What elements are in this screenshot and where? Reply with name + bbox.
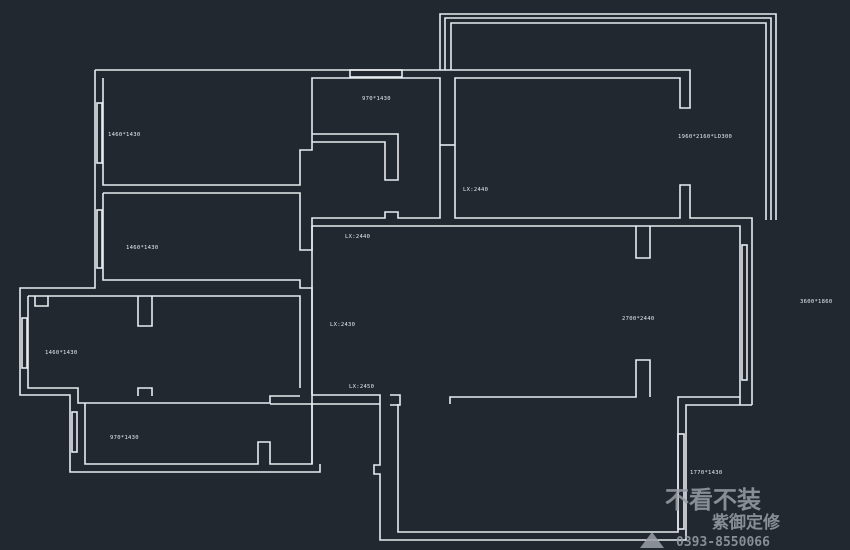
label-door-mid: LX:2440: [345, 234, 370, 240]
windows: [21, 69, 748, 530]
label-room-left: 1460*1430: [45, 350, 78, 356]
watermark-logo: 不看不装 紫御定修 0393-8550066: [640, 486, 781, 550]
label-door-lower: LX:2450: [349, 384, 374, 390]
label-room-bottom-left: 970*1430: [110, 435, 139, 441]
label-door-top-right: LX:2440: [463, 187, 488, 193]
watermark-line1: 不看不装: [665, 486, 761, 514]
house-icon: [640, 532, 664, 548]
label-room-mid-left: 1460*1430: [126, 245, 159, 251]
watermark-line2: 紫御定修: [712, 512, 781, 533]
label-door-corridor: LX:2430: [330, 322, 355, 328]
label-living-room: 2700*2440: [622, 316, 655, 322]
label-room-top-left: 1460*1430: [108, 132, 141, 138]
label-outside-right: 3600*1860: [800, 299, 833, 305]
balcony-walls: [439, 13, 777, 220]
label-room-top-right: 1960*2160*LD300: [678, 134, 732, 140]
outer-walls: [19, 69, 753, 541]
label-room-top-mid: 970*1430: [362, 96, 391, 102]
watermark-phone: 0393-8550066: [676, 535, 770, 550]
label-window-bottom-right: 1770*1430: [690, 470, 723, 476]
